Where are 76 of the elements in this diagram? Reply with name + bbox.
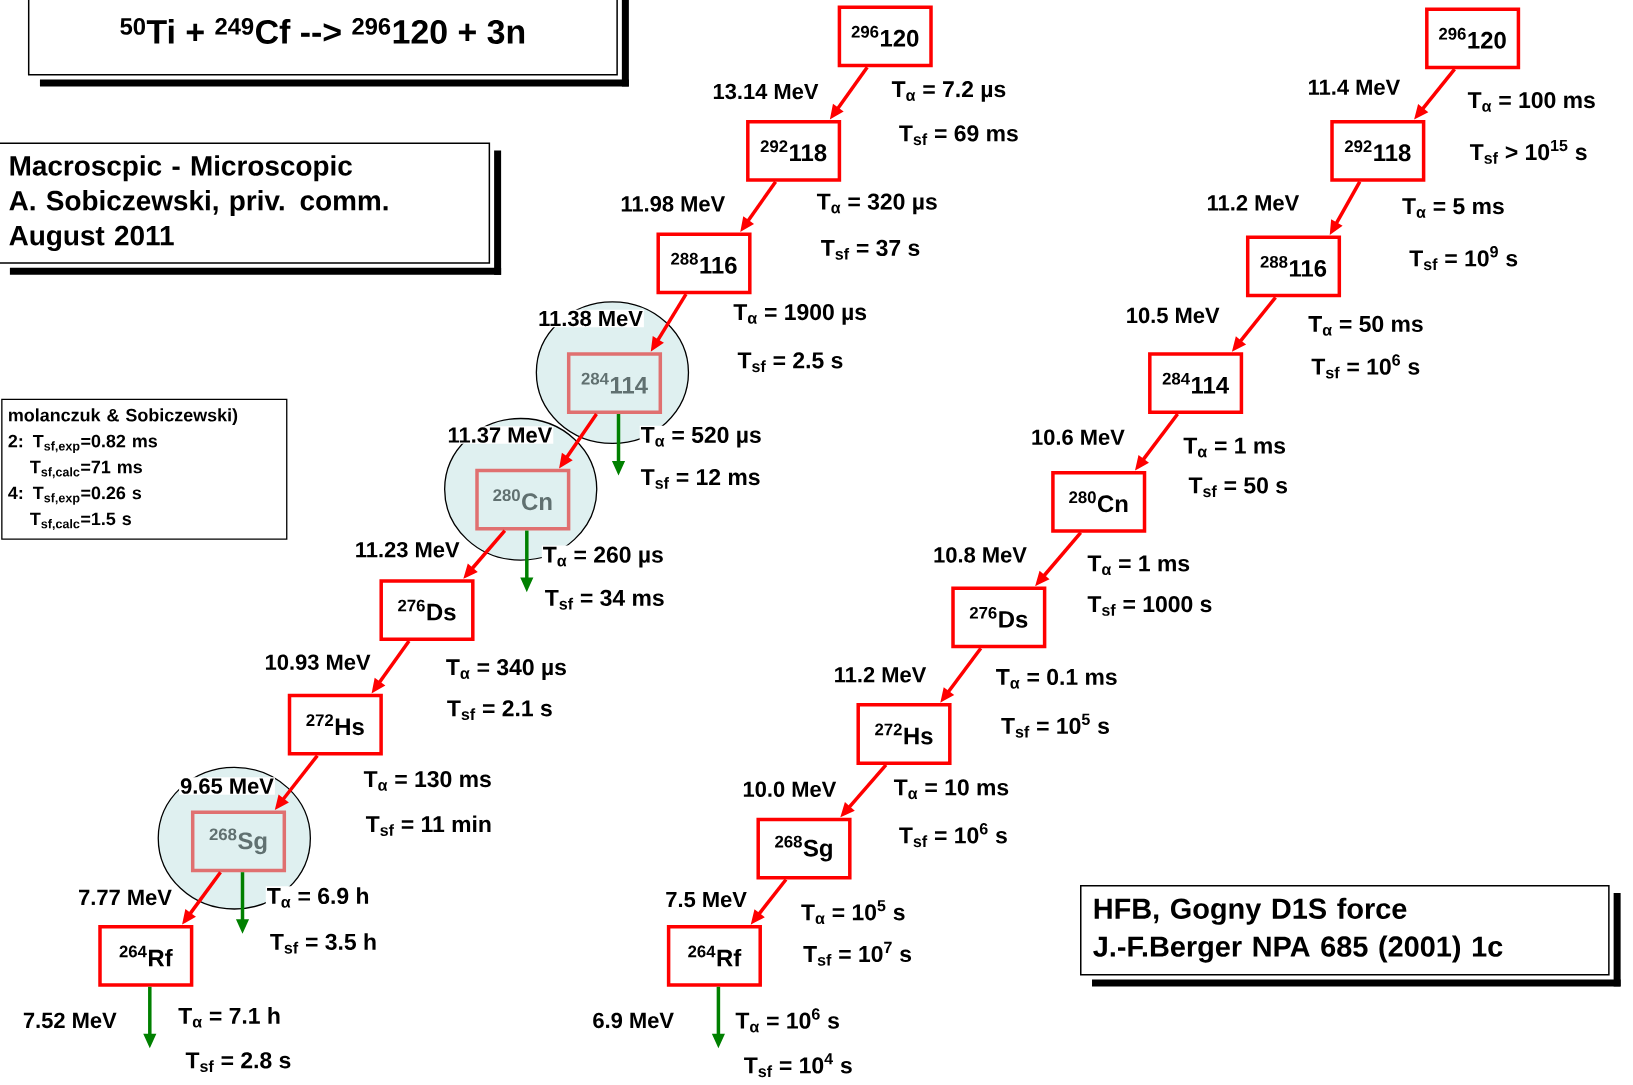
edge-label: 7.77 MeV — [79, 889, 172, 906]
nuclide-box: $^{292}$118 — [746, 119, 842, 182]
half-life-text: T$_{sf}$ = 11 min — [364, 814, 493, 837]
half-life-text: T$_{sf}$ = 69 ms — [897, 124, 1020, 147]
edge-label: 11.4 MeV — [1309, 79, 1401, 95]
edge-label: 11.23 MeV — [356, 541, 460, 558]
edge-label: 13.14 MeV — [713, 83, 819, 100]
edge-label: 10.0 MeV — [743, 781, 837, 797]
half-life-text: T$_{sf}$ = 37 s — [819, 238, 922, 261]
nuclide-box: $^{296}$120 — [1425, 7, 1521, 70]
half-life-text: T$_{sf}$ = 10$^{7}$ s — [802, 940, 913, 967]
nuclide-box: $^{284}$114 — [1148, 352, 1244, 414]
half-life-text: T$_{sf}$ = 50 s — [1187, 476, 1289, 499]
half-life-text: T$_{α}$ = 1 ms — [1182, 436, 1287, 459]
nuclide-box: $^{288}$116 — [656, 232, 752, 295]
nuclide-box: $^{296}$120 — [837, 5, 933, 68]
edge-label: 7.52 MeV — [23, 1012, 117, 1029]
nuclide-box: $^{264}$Rf — [666, 925, 762, 987]
half-life-text: T$_{α}$ = 50 ms — [1307, 314, 1425, 337]
half-life-text: T$_{sf}$ = 12 ms — [639, 467, 762, 490]
half-life-text: T$_{α}$ = 10 ms — [892, 778, 1011, 801]
reaction-box: $^{50}$Ti + $^{249}$Cf --> $^{296}$120 + 3n — [27, 0, 629, 87]
nuclide-box: $^{272}$Hs — [856, 703, 952, 765]
half-life-text: T$_{sf}$ = 10$^{6}$ s — [897, 822, 1009, 849]
half-life-text: T$_{α}$ = 10$^{6}$ s — [734, 1007, 841, 1034]
half-life-text: T$_{α}$ = 130 ms — [362, 769, 493, 792]
edge-label: 10.8 MeV — [934, 547, 1027, 563]
nuclide-box: $^{268}$Sg — [190, 810, 287, 873]
half-life-text: T$_{sf}$ = 10$^{6}$ s — [1310, 353, 1422, 380]
half-life-text: T$_{sf}$ = 1000 s — [1086, 594, 1214, 617]
edge-label: 11.2 MeV — [835, 666, 927, 683]
half-life-text: T$_{α}$ = 340 µs — [444, 658, 568, 681]
half-life-text: T$_{sf}$ = 3.5 h — [268, 932, 378, 955]
nuclide-box: $^{284}$114 — [566, 352, 663, 414]
half-life-text: T$_{α}$ = 5 ms — [1401, 197, 1506, 219]
nuclide-box: $^{288}$116 — [1245, 235, 1342, 298]
half-life-text: T$_{α}$ = 7.2 µs — [890, 80, 1008, 103]
half-life-text: T$_{α}$ = 260 µs — [541, 545, 665, 569]
nuclide-box: $^{264}$Rf — [98, 925, 194, 987]
info-box: Macroscpic - Microscopic A. Sobiczewski, priv. comm. August 2011 — [0, 142, 502, 275]
half-life-text: T$_{α}$ = 0.1 ms — [994, 667, 1119, 690]
edge-label: 10.93 MeV — [266, 654, 371, 670]
edge-label: 11.38 MeV — [539, 310, 643, 327]
half-life-text: T$_{sf}$ = 34 ms — [543, 588, 666, 611]
half-life-text: T$_{α}$ = 7.1 h — [177, 1006, 282, 1029]
half-life-text: T$_{sf}$ = 10$^{4}$ s — [742, 1052, 854, 1079]
half-life-text: T$_{α}$ = 1 ms — [1086, 554, 1192, 577]
edge-label: 11.2 MeV — [1208, 195, 1300, 211]
half-life-text: T$_{sf}$ = 2.8 s — [184, 1051, 293, 1074]
edge-label: 9.65 MeV — [180, 778, 274, 794]
nuclide-box: $^{276}$Ds — [951, 586, 1047, 649]
nuclide-box: $^{280}$Cn — [475, 468, 571, 531]
edge-label: 7.5 MeV — [666, 891, 747, 908]
edge-label: 11.98 MeV — [621, 196, 726, 212]
edge-label: 6.9 MeV — [593, 1012, 674, 1029]
info-box: molanczuk & Sobiczewski) 2: T$_{sf,exp}$=0.82 ms T$_{sf,calc}$=71 ms 4: T$_{sf,exp}$=0.26 s T$_{sf,calc}$=1.5 s — [1, 398, 288, 540]
half-life-text: T$_{α}$ = 10$^{5}$ s — [800, 899, 907, 926]
half-life-text: T$_{sf}$ = 2.5 s — [736, 351, 845, 374]
nuclide-box: $^{292}$118 — [1330, 119, 1426, 182]
nuclide-box: $^{280}$Cn — [1051, 470, 1147, 533]
nuclide-box: $^{268}$Sg — [756, 817, 852, 880]
half-life-text: T$_{α}$ = 6.9 h — [265, 886, 371, 909]
info-box: HFB, Gogny D1S force J.-F.Berger NPA 685 (2001) 1c — [1080, 885, 1621, 987]
half-life-text: T$_{sf}$ = 10$^{9}$ s — [1408, 245, 1520, 272]
half-life-text: T$_{α}$ = 100 ms — [1466, 90, 1597, 113]
edge-label: 10.5 MeV — [1127, 307, 1220, 324]
edge-label: 11.37 MeV — [448, 427, 553, 443]
half-life-text: T$_{sf}$ = 2.1 s — [445, 699, 554, 722]
nuclide-box: $^{276}$Ds — [379, 579, 475, 641]
half-life-text: T$_{α}$ = 520 µs — [639, 425, 763, 449]
half-life-text: T$_{α}$ = 320 µs — [815, 192, 939, 216]
half-life-text: T$_{α}$ = 1900 µs — [732, 302, 869, 326]
half-life-text: T$_{sf}$ > 10$^{15}$ s — [1468, 138, 1589, 165]
nuclide-box: $^{272}$Hs — [287, 693, 383, 756]
edge-label: 10.6 MeV — [1032, 429, 1125, 445]
half-life-text: T$_{sf}$ = 10$^{5}$ s — [1000, 712, 1111, 739]
